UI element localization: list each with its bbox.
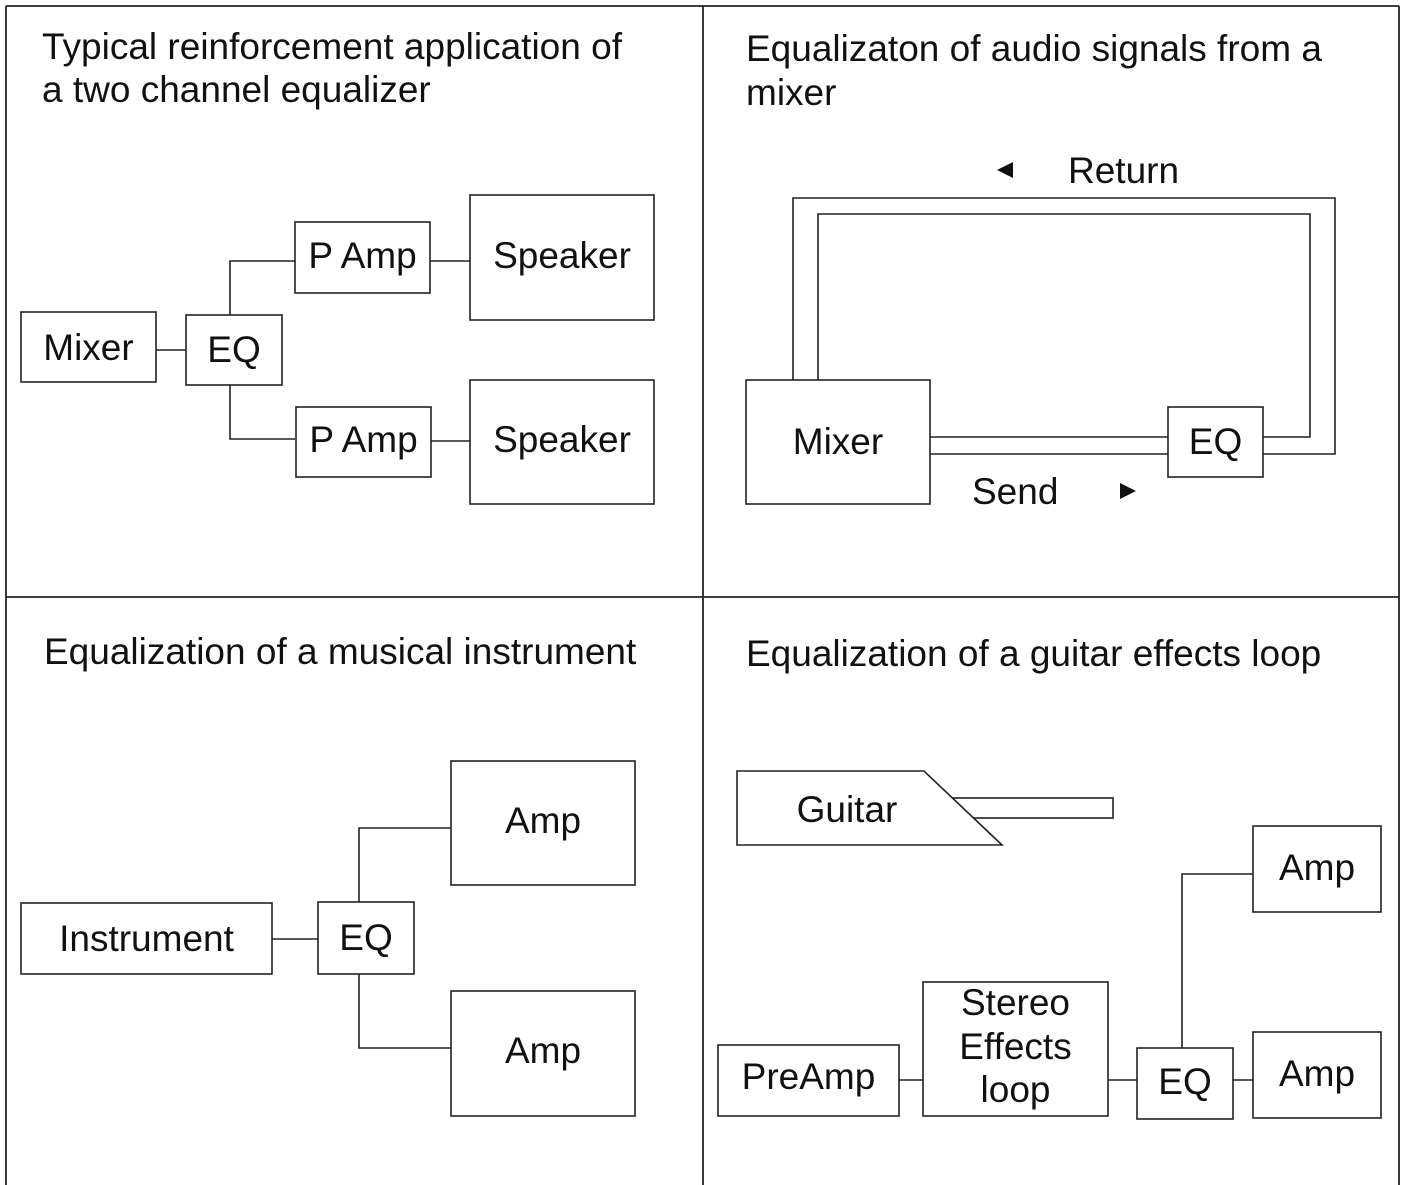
return-label: Return [1068,150,1179,191]
wire-eq-pamp-bottom [229,385,295,440]
pamp-top-block: P Amp [294,221,431,294]
eq-label: EQ [1189,421,1242,462]
speaker-bottom-block: Speaker [469,379,655,505]
eq-label: EQ [207,329,260,370]
panel-title-line2: a two channel equalizer [42,69,431,110]
preamp-block: PreAmp [717,1044,900,1117]
instrument-label: Instrument [59,918,235,959]
return-arrow-icon [997,162,1013,178]
eq-label: EQ [1158,1061,1211,1102]
guitar-label: Guitar [797,789,898,830]
instrument-block: Instrument [20,902,273,975]
amp-top-block: Amp [450,760,636,886]
speaker-top-label: Speaker [493,235,631,276]
wire-eq-amp-bottom [358,974,451,1049]
effects-label-line3: loop [981,1069,1051,1110]
pamp-top-label: P Amp [308,235,416,276]
amp-bottom-block: Amp [450,990,636,1117]
eq-label: EQ [339,917,392,958]
guitar-shape: Guitar [736,770,1114,846]
send-label: Send [972,471,1058,512]
panel-title: Equalization of a guitar effects loop [746,633,1321,674]
wire-eq-amp-top [1181,873,1253,1048]
amp-bottom-label: Amp [1279,1053,1355,1094]
speaker-top-block: Speaker [469,194,655,321]
amp-bottom-label: Amp [505,1030,581,1071]
wire-eq-pamp-top [229,260,295,315]
effects-loop-block: Stereo Effects loop [922,981,1109,1117]
wire-eq-amp-top [358,827,451,902]
eq-block: EQ [185,314,283,386]
mixer-block: Mixer [20,311,157,383]
mixer-label: Mixer [793,421,883,462]
panel-mixer-loop: Equalizaton of audio signals from a mixe… [745,28,1336,512]
amp-top-block: Amp [1252,825,1382,913]
panel-guitar-loop: Equalization of a guitar effects loop Gu… [717,633,1382,1120]
speaker-bottom-label: Speaker [493,419,631,460]
mixer-block: Mixer [745,379,931,505]
panel-title: Equalization of a musical instrument [44,631,637,672]
effects-label-line2: Effects [959,1026,1071,1067]
return-loop-outer [792,197,1336,455]
panel-title-line1: Equalizaton of audio signals from a [746,28,1322,69]
panel-instrument: Equalization of a musical instrument Ins… [20,631,637,1117]
guitar-neck [949,797,1114,819]
effects-label-line1: Stereo [961,982,1070,1023]
eq-block: EQ [317,901,415,975]
panel-grid [5,5,1400,1185]
mixer-label: Mixer [43,327,133,368]
panel-reinforcement: Typical reinforcement application of a t… [20,26,655,505]
pamp-bottom-label: P Amp [309,419,417,460]
amp-top-label: Amp [505,800,581,841]
guitar-body [736,770,1005,846]
preamp-label: PreAmp [742,1056,876,1097]
amp-bottom-block: Amp [1252,1031,1382,1119]
send-arrow-icon [1120,483,1136,499]
eq-block: EQ [1167,406,1264,478]
panel-title-line1: Typical reinforcement application of [42,26,623,67]
amp-top-label: Amp [1279,847,1355,888]
panel-title-line2: mixer [746,72,836,113]
eq-block: EQ [1136,1047,1234,1120]
return-loop-inner [817,213,1311,438]
pamp-bottom-block: P Amp [295,406,432,478]
